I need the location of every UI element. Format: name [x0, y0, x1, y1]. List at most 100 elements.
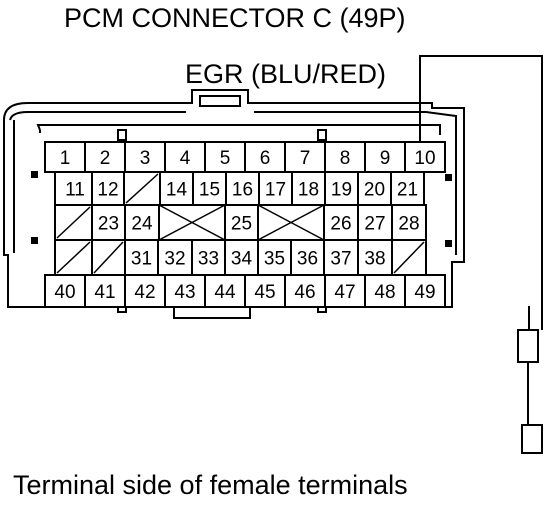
terminal-21: 21	[390, 171, 425, 206]
terminal-number: 21	[397, 180, 418, 201]
terminal-number: 28	[398, 214, 419, 235]
terminal-19: 19	[324, 171, 359, 206]
terminal-number: 41	[94, 282, 115, 303]
terminal-number: 24	[131, 214, 153, 235]
terminal-number: 45	[254, 282, 275, 303]
terminal-40: 40	[44, 274, 86, 308]
diagram-title: PCM CONNECTOR C (49P)	[64, 3, 406, 33]
terminal-27: 27	[357, 204, 393, 241]
terminal-number: 10	[414, 148, 435, 169]
connector-housing	[3, 89, 465, 308]
terminal-number: 36	[297, 249, 318, 270]
terminal-43: 43	[164, 274, 206, 308]
right-notch-lower	[445, 240, 452, 247]
terminal-46: 46	[284, 274, 326, 308]
terminal-28: 28	[391, 204, 427, 241]
terminal-number: 8	[340, 148, 351, 169]
terminal-18: 18	[291, 171, 326, 206]
inner-frame	[36, 124, 441, 135]
terminal-number: 34	[231, 249, 253, 270]
terminal-number: 2	[100, 148, 111, 169]
terminal-blank	[54, 239, 93, 276]
terminal-number: 4	[180, 148, 191, 169]
terminal-number: 33	[198, 249, 219, 270]
terminal-24: 24	[124, 204, 160, 241]
terminal-45: 45	[244, 274, 286, 308]
terminal-number: 35	[264, 249, 285, 270]
wire-label: EGR (BLU/RED)	[185, 59, 387, 89]
terminal-number: 49	[414, 282, 435, 303]
terminal-number: 11	[65, 180, 85, 201]
terminal-2: 2	[84, 141, 126, 173]
terminal-number: 25	[231, 214, 252, 235]
terminal-12: 12	[91, 171, 125, 206]
terminal-34: 34	[224, 239, 259, 276]
terminal-blank	[54, 204, 93, 241]
probe-connector-lower	[521, 424, 543, 454]
bottom-lock-tab	[173, 307, 251, 319]
terminal-9: 9	[364, 141, 406, 173]
left-notch-upper	[31, 171, 38, 178]
right-notch-upper	[445, 174, 452, 181]
terminal-number: 7	[300, 148, 311, 169]
terminal-blank	[91, 239, 126, 276]
probe-connector-upper	[517, 329, 539, 363]
terminal-14: 14	[159, 171, 194, 206]
terminal-number: 5	[220, 148, 231, 169]
terminal-17: 17	[258, 171, 293, 206]
terminal-number: 44	[214, 282, 236, 303]
terminal-number: 48	[374, 282, 395, 303]
housing-inner-edge	[9, 111, 457, 255]
terminal-number: 46	[294, 282, 315, 303]
terminal-number: 37	[330, 249, 351, 270]
terminal-number: 18	[298, 180, 319, 201]
terminal-10: 10	[404, 141, 446, 173]
terminal-37: 37	[323, 239, 359, 276]
terminal-number: 47	[334, 282, 355, 303]
terminal-5: 5	[204, 141, 246, 173]
terminal-number: 31	[131, 249, 152, 270]
terminal-blank	[391, 239, 427, 276]
terminal-44: 44	[204, 274, 246, 308]
terminal-number: 38	[364, 249, 385, 270]
terminal-4: 4	[164, 141, 206, 173]
terminal-number: 16	[232, 180, 253, 201]
terminal-blank	[257, 204, 325, 241]
terminal-1: 1	[44, 141, 86, 173]
terminal-number: 14	[166, 180, 188, 201]
terminal-number: 20	[364, 180, 385, 201]
terminal-11: 11	[54, 171, 96, 206]
terminal-number: 42	[134, 282, 155, 303]
terminal-number: 26	[330, 214, 351, 235]
terminal-16: 16	[225, 171, 260, 206]
rib-top-left	[117, 129, 127, 141]
terminal-number: 1	[60, 148, 71, 169]
terminal-33: 33	[191, 239, 226, 276]
terminal-38: 38	[357, 239, 393, 276]
terminal-35: 35	[257, 239, 292, 276]
terminal-number: 32	[164, 249, 185, 270]
left-notch-lower	[31, 237, 38, 244]
terminal-number: 40	[54, 282, 75, 303]
terminal-number: 3	[140, 148, 151, 169]
terminal-32: 32	[157, 239, 193, 276]
terminal-number: 43	[174, 282, 195, 303]
terminal-number: 15	[199, 180, 220, 201]
terminal-25: 25	[224, 204, 259, 241]
terminal-23: 23	[91, 204, 126, 241]
top-lock-tab	[199, 95, 241, 107]
rib-top-right	[317, 129, 327, 141]
terminal-36: 36	[290, 239, 325, 276]
egr-wire-leader	[419, 55, 543, 330]
terminal-number: 6	[260, 148, 271, 169]
terminal-blank	[123, 171, 161, 206]
terminal-49: 49	[404, 274, 446, 308]
terminal-number: 12	[97, 180, 118, 201]
caption: Terminal side of female terminals	[13, 470, 408, 500]
terminal-26: 26	[323, 204, 359, 241]
terminal-7: 7	[284, 141, 326, 173]
terminal-48: 48	[364, 274, 406, 308]
terminal-number: 27	[364, 214, 385, 235]
